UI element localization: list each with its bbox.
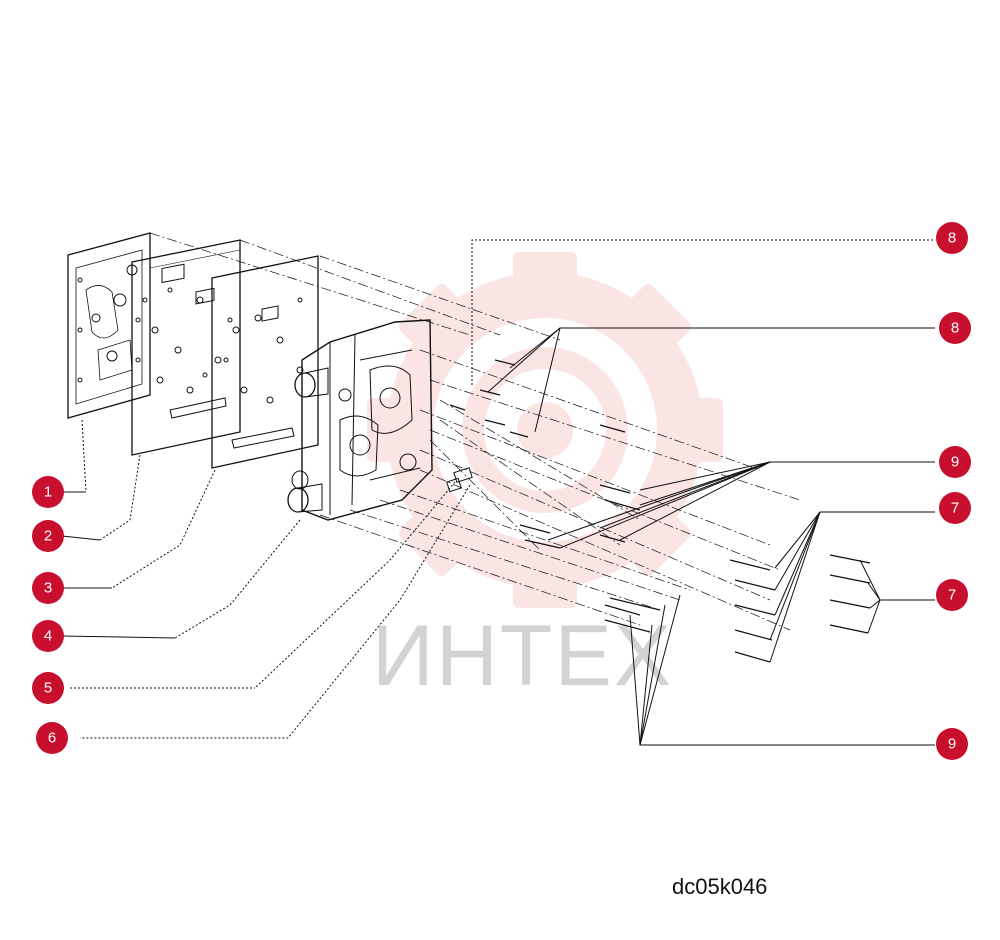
svg-text:3: 3 <box>44 580 52 597</box>
callout-6: 6 <box>36 722 68 754</box>
svg-text:1: 1 <box>44 484 52 501</box>
callout-7-lower: 7 <box>936 579 968 611</box>
svg-text:5: 5 <box>44 680 52 697</box>
watermark-text: ИНТЕХ <box>372 608 673 704</box>
left-leader-lines <box>61 491 176 639</box>
svg-text:9: 9 <box>951 454 959 471</box>
callout-5: 5 <box>32 672 64 704</box>
svg-text:9: 9 <box>948 736 956 753</box>
callouts: 1 2 3 4 5 6 8 8 <box>32 222 971 760</box>
svg-text:4: 4 <box>44 628 52 645</box>
part-gasket <box>67 232 151 493</box>
callout-8-second: 8 <box>939 312 971 344</box>
part-small-valves <box>70 467 473 739</box>
svg-text:6: 6 <box>48 730 56 747</box>
svg-text:2: 2 <box>44 528 52 545</box>
callout-9-lower: 9 <box>936 728 968 760</box>
svg-text:8: 8 <box>951 320 959 337</box>
leader-lines <box>471 239 935 746</box>
callout-2: 2 <box>32 520 64 552</box>
callout-8-top: 8 <box>936 222 968 254</box>
part-spacer-plate <box>111 255 319 589</box>
svg-text:7: 7 <box>951 500 959 517</box>
callout-3: 3 <box>32 572 64 604</box>
callout-9-upper: 9 <box>939 446 971 478</box>
parts-drawing <box>61 232 935 746</box>
callout-1: 1 <box>32 476 64 508</box>
diagram-code: dc05k046 <box>672 874 768 899</box>
part-valve-body <box>174 319 433 639</box>
svg-text:8: 8 <box>948 230 956 247</box>
svg-text:7: 7 <box>948 587 956 604</box>
watermark-gear-icon <box>367 252 723 608</box>
part-separator-plate <box>99 239 241 541</box>
bolts <box>449 359 871 663</box>
callout-7-upper: 7 <box>939 492 971 524</box>
callout-4: 4 <box>32 620 64 652</box>
